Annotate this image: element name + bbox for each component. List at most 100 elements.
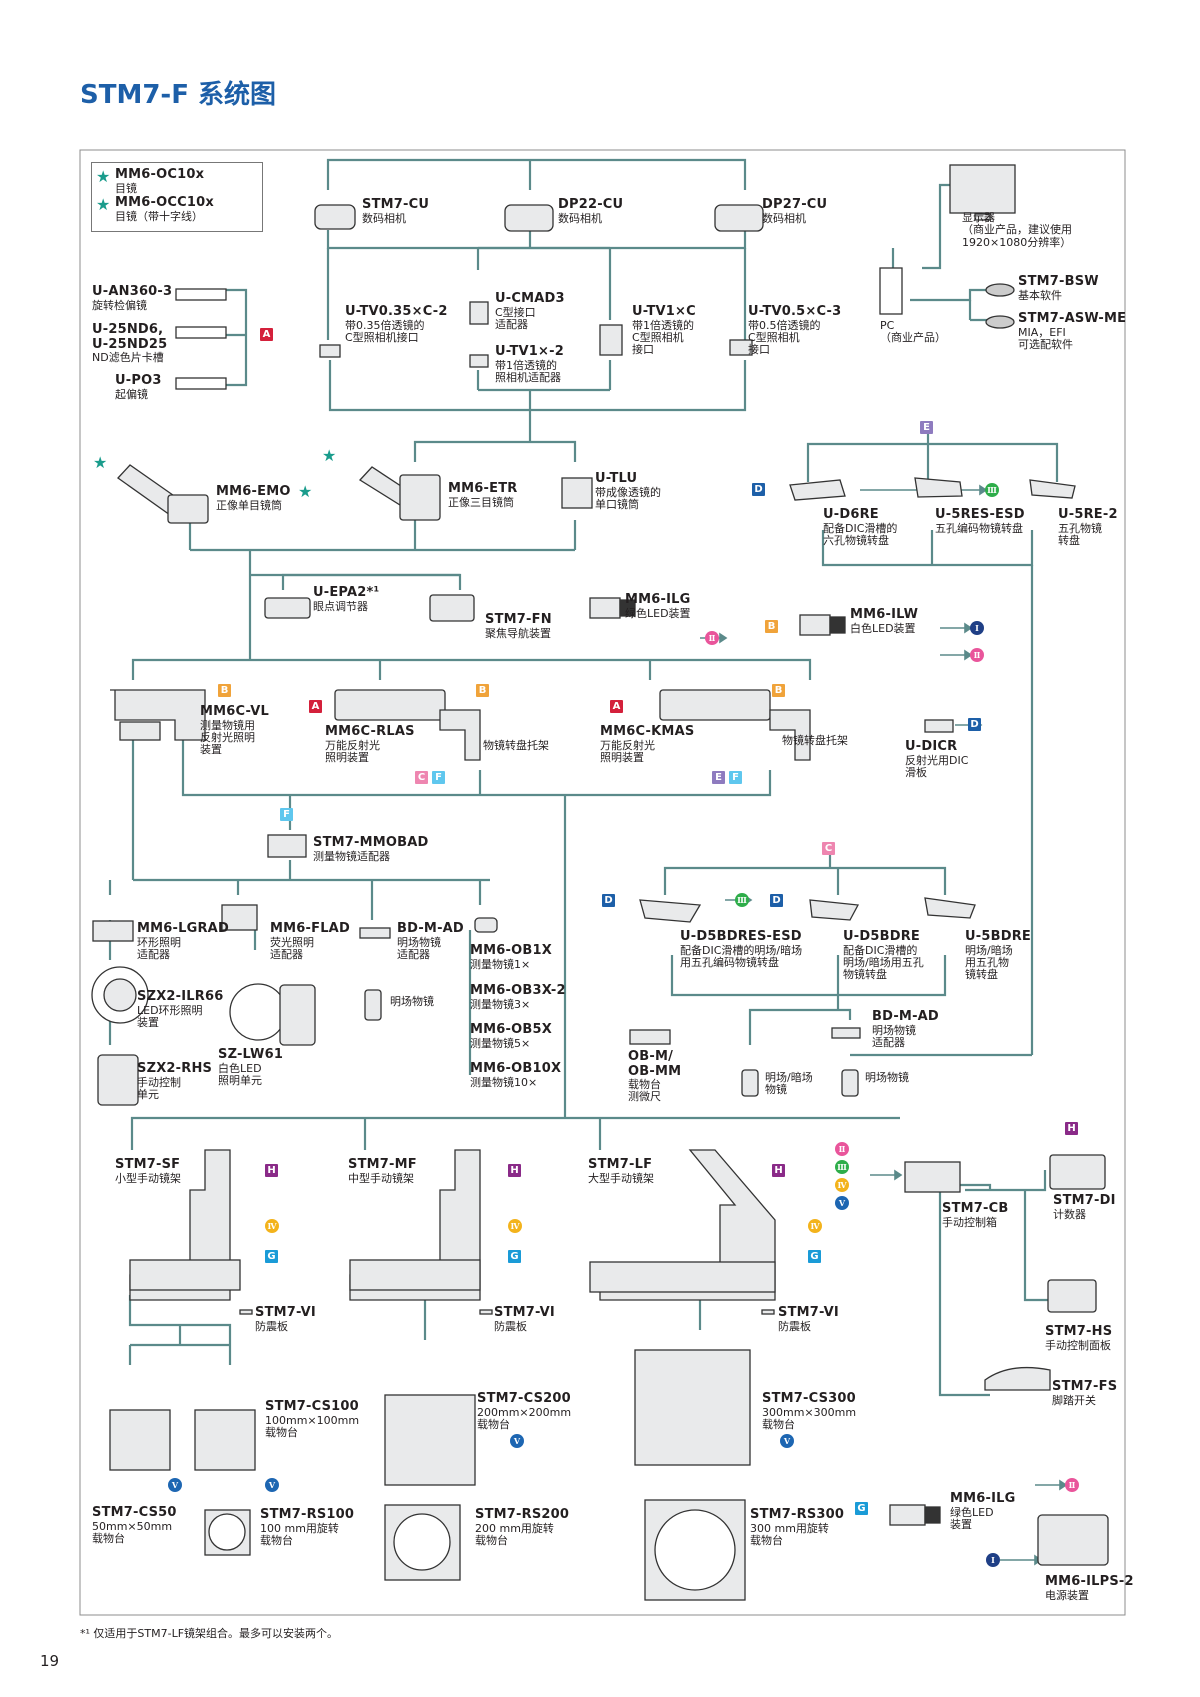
badge-h: H [508, 1164, 521, 1177]
badge-d: D [770, 894, 783, 907]
badge-g: G [508, 1250, 521, 1263]
badge-f: F [280, 808, 293, 821]
label-holder-2: 物镜转盘托架 [782, 734, 848, 747]
badge-g: G [808, 1250, 821, 1263]
label-monitor: 显示器 （商业产品，建议使用 1920×1080分辨率） [962, 211, 1072, 249]
badge-f: F [729, 771, 742, 784]
circle-ii: Ⅱ [705, 631, 719, 645]
circle-iii: Ⅲ [835, 1160, 849, 1174]
star-icon: ★ [93, 453, 108, 472]
badge-h: H [265, 1164, 278, 1177]
circle-v: Ⅴ [510, 1434, 524, 1448]
label-bf-objective-2: 明场物镜 [865, 1071, 909, 1084]
device-sketches [91, 164, 1109, 1601]
badge-c: C [415, 771, 428, 784]
circle-iv: Ⅳ [808, 1219, 822, 1233]
badge-d: D [602, 894, 615, 907]
circle-iii: Ⅲ [735, 893, 749, 907]
badge-e: E [712, 771, 725, 784]
star-icon: ★ [96, 195, 111, 214]
circle-v: Ⅴ [780, 1434, 794, 1448]
circle-i: Ⅰ [986, 1553, 1000, 1567]
star-icon: ★ [96, 167, 111, 186]
circle-iv: Ⅳ [835, 1178, 849, 1192]
badge-h: H [1065, 1122, 1078, 1135]
diagram-frame [79, 149, 1126, 1616]
label-pc: PC （商业产品） [880, 319, 946, 345]
badge-f: F [432, 771, 445, 784]
badge-b: B [476, 684, 489, 697]
badge-a: A [260, 328, 273, 341]
badge-d: D [752, 483, 765, 496]
badge-g: G [265, 1250, 278, 1263]
circle-ii: Ⅱ [970, 648, 984, 662]
label-holder-1: 物镜转盘托架 [483, 739, 549, 752]
label-bf-objective-1: 明场物镜 [390, 995, 434, 1008]
badge-a: A [309, 700, 322, 713]
circle-iii: Ⅲ [985, 483, 999, 497]
circle-ii: Ⅱ [835, 1142, 849, 1156]
circle-v: Ⅴ [265, 1478, 279, 1492]
connector-lines [108, 158, 1060, 1397]
circle-iv: Ⅳ [508, 1219, 522, 1233]
badge-e: E [920, 421, 933, 434]
badge-a: A [610, 700, 623, 713]
circle-i: Ⅰ [970, 621, 984, 635]
label-bfdf-objective: 明场/暗场 物镜 [765, 1071, 813, 1097]
legend-box [91, 162, 263, 232]
